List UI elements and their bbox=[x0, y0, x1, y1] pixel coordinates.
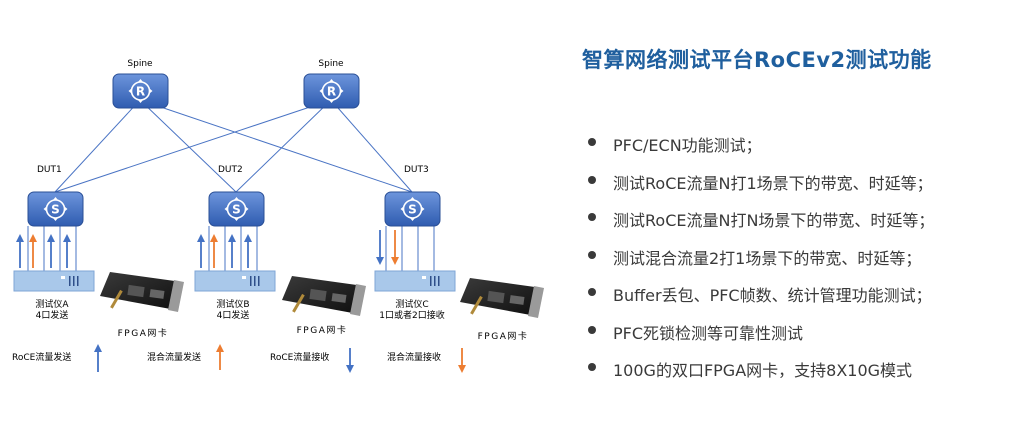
link-spine1-dut2 bbox=[139, 99, 237, 193]
bullet-icon bbox=[588, 213, 596, 221]
tester-a-desc: 4口发送 bbox=[36, 309, 69, 321]
bullet-icon bbox=[588, 325, 596, 334]
bullet-icon bbox=[588, 288, 596, 296]
feature-text: 100G的双口FPGA网卡，支持8X10G模式 bbox=[613, 361, 913, 380]
tester-links bbox=[27, 226, 435, 271]
list-item: Buffer丢包、PFC帧数、统计管理功能测试； bbox=[588, 282, 934, 320]
svg-text:S: S bbox=[51, 203, 60, 217]
svg-text:S: S bbox=[408, 203, 417, 217]
feature-text: 测试RoCE流量N打1场景下的带宽、时延等； bbox=[613, 173, 933, 193]
bullet-icon bbox=[588, 175, 596, 184]
list-item: 100G的双口FPGA网卡，支持8X10G模式 bbox=[588, 357, 934, 395]
bullet-icon bbox=[588, 138, 596, 146]
legend: RoCE流量发送 混合流量发送 RoCE流量接收 混合流量接收 bbox=[12, 344, 466, 373]
legend-roce-receive-label: RoCE流量接收 bbox=[270, 351, 329, 363]
fpga-card-image bbox=[460, 278, 544, 318]
mixed-receive-arrow bbox=[391, 230, 399, 265]
legend-roce-send-arrow bbox=[94, 344, 102, 372]
roce-receive-arrow bbox=[376, 230, 384, 265]
legend-mixed-send-label: 混合流量发送 bbox=[147, 351, 201, 363]
link-spine2-dut3 bbox=[330, 99, 413, 193]
fpga-card-label: FPGA网卡 bbox=[118, 327, 169, 339]
list-item: 测试RoCE流量N打N场景下的带宽、时延等； bbox=[588, 207, 934, 245]
feature-text: PFC/ECN功能测试； bbox=[613, 136, 762, 155]
mixed-send-arrow bbox=[210, 234, 218, 268]
bullet-icon bbox=[588, 250, 596, 259]
tester-b-desc: 4口发送 bbox=[217, 309, 250, 321]
feature-text: 测试RoCE流量N打N场景下的带宽、时延等； bbox=[613, 211, 935, 230]
list-item: 测试RoCE流量N打1场景下的带宽、时延等； bbox=[588, 170, 934, 208]
fpga-card-label: FPGA网卡 bbox=[297, 324, 348, 336]
list-item: PFC/ECN功能测试； bbox=[588, 132, 934, 170]
tester-a-device bbox=[13, 270, 95, 292]
fpga-card-image bbox=[100, 272, 184, 312]
roce-send-arrow bbox=[63, 234, 71, 268]
switch-icon: S bbox=[224, 197, 249, 221]
roce-send-arrow bbox=[244, 234, 252, 268]
spine-router-2: R bbox=[303, 73, 360, 109]
traffic-arrows bbox=[16, 230, 399, 268]
link-spine1-dut3 bbox=[139, 99, 413, 193]
link-spine2-dut2 bbox=[235, 99, 332, 193]
bullet-icon bbox=[588, 363, 596, 371]
tester-c-desc: 1口或者2口接收 bbox=[379, 309, 444, 321]
fpga-card-image bbox=[282, 276, 366, 316]
link-spine1-dut1 bbox=[54, 99, 141, 193]
roce-send-arrow bbox=[197, 234, 205, 268]
tester-a-name: 测试仪A bbox=[35, 298, 69, 310]
dut1-label: DUT1 bbox=[37, 165, 62, 175]
list-item: PFC死锁检测等可靠性测试 bbox=[588, 320, 934, 358]
legend-roce-receive-arrow bbox=[346, 348, 354, 373]
roce-send-arrow bbox=[228, 234, 236, 268]
page-title: 智算网络测试平台RoCEv2测试功能 bbox=[582, 48, 932, 72]
tester-c-name: 测试仪C bbox=[395, 298, 428, 310]
svg-text:R: R bbox=[136, 85, 145, 99]
tester-b-device bbox=[194, 270, 276, 292]
legend-roce-send-label: RoCE流量发送 bbox=[12, 351, 71, 363]
svg-text:S: S bbox=[232, 203, 241, 217]
list-item: 测试混合流量2打1场景下的带宽、时延等； bbox=[588, 245, 934, 283]
switch-icon: S bbox=[43, 197, 68, 221]
roce-send-arrow bbox=[16, 234, 24, 268]
router-icon: R bbox=[319, 79, 344, 103]
svg-text:R: R bbox=[327, 85, 336, 99]
network-links bbox=[54, 99, 413, 193]
spine-label: Spine bbox=[318, 59, 344, 69]
fpga-card-label: FPGA网卡 bbox=[478, 330, 529, 342]
mixed-send-arrow bbox=[29, 234, 37, 268]
roce-send-arrow bbox=[47, 234, 55, 268]
legend-mixed-send-arrow bbox=[216, 344, 224, 370]
legend-mixed-receive-arrow bbox=[458, 348, 466, 373]
router-icon: R bbox=[128, 79, 153, 103]
dut2-switch: S bbox=[208, 191, 265, 227]
dut1-switch: S bbox=[27, 191, 84, 227]
feature-list: PFC/ECN功能测试； 测试RoCE流量N打1场景下的带宽、时延等； 测试Ro… bbox=[588, 132, 934, 395]
tester-c-device bbox=[374, 270, 456, 292]
feature-text: PFC死锁检测等可靠性测试 bbox=[613, 323, 804, 343]
dut2-label: DUT2 bbox=[218, 165, 243, 175]
tester-b-name: 测试仪B bbox=[216, 298, 249, 310]
legend-mixed-receive-label: 混合流量接收 bbox=[387, 351, 441, 363]
feature-text: 测试混合流量2打1场景下的带宽、时延等； bbox=[613, 248, 922, 268]
feature-text: Buffer丢包、PFC帧数、统计管理功能测试； bbox=[613, 286, 932, 305]
switch-icon: S bbox=[400, 197, 425, 221]
spine-router-1: R bbox=[112, 73, 169, 109]
dut3-switch: S bbox=[384, 191, 441, 227]
network-topology-diagram: Spine R Spine R DUT1 DUT2 DUT3 S bbox=[12, 59, 544, 373]
spine-label: Spine bbox=[127, 59, 153, 69]
dut3-label: DUT3 bbox=[404, 165, 429, 175]
link-spine2-dut1 bbox=[54, 99, 332, 193]
